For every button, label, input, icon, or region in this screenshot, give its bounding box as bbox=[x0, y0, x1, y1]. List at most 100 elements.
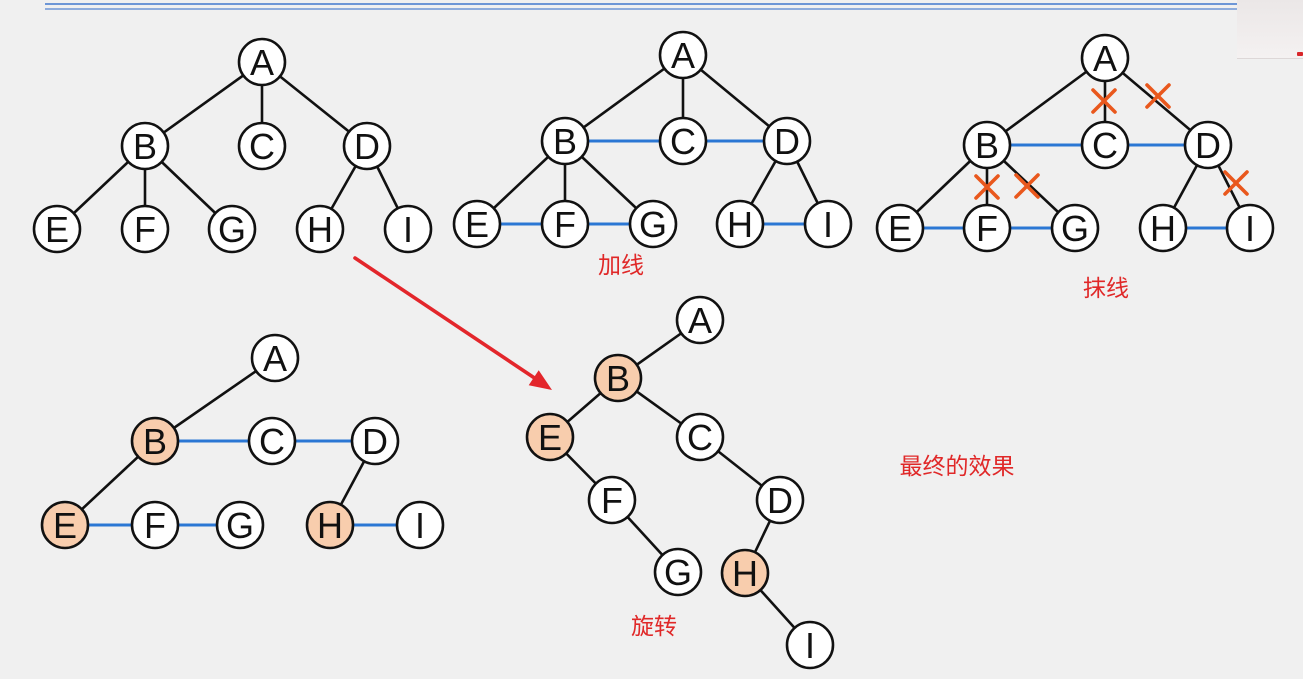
highlighted-tree-node: H bbox=[720, 548, 770, 598]
node-circle bbox=[715, 199, 765, 249]
tree-node: A bbox=[1080, 33, 1130, 83]
node-label: C bbox=[670, 121, 696, 162]
node-label: C bbox=[1092, 125, 1118, 166]
caption-erase-lines: 抹线 bbox=[1083, 276, 1129, 302]
node-circle bbox=[1080, 33, 1130, 83]
tree-erase-lines: A B C D E F G H I bbox=[875, 33, 1275, 253]
node-circle bbox=[247, 416, 297, 466]
cut-mark bbox=[1091, 88, 1117, 114]
node-label: G bbox=[664, 552, 692, 593]
highlighted-tree-node: H bbox=[305, 500, 355, 550]
node-circle bbox=[342, 121, 392, 171]
tree-node: G bbox=[628, 199, 678, 249]
node-circle bbox=[1225, 203, 1275, 253]
tree-node: F bbox=[587, 475, 637, 525]
node-label: D bbox=[1195, 125, 1221, 166]
node-circle bbox=[755, 475, 805, 525]
node-label: B bbox=[553, 121, 577, 162]
node-label: A bbox=[688, 300, 712, 341]
cut-mark-stroke bbox=[974, 174, 1000, 200]
caption-final-result: 最终的效果 bbox=[900, 454, 1015, 480]
presenter-video-thumbnail bbox=[1237, 0, 1303, 59]
node-label: D bbox=[354, 126, 380, 167]
node-circle bbox=[237, 37, 287, 87]
tree-node: C bbox=[237, 121, 287, 171]
node-circle bbox=[653, 547, 703, 597]
tree-edge bbox=[154, 356, 276, 443]
node-circle bbox=[395, 500, 445, 550]
node-circle bbox=[628, 199, 678, 249]
node-label: H bbox=[1150, 208, 1176, 249]
node-circle bbox=[762, 116, 812, 166]
tree-node: I bbox=[395, 500, 445, 550]
node-label: D bbox=[362, 421, 388, 462]
thumbnail-red-mark bbox=[1297, 52, 1303, 56]
tree-node: F bbox=[120, 204, 170, 254]
cut-mark bbox=[974, 174, 1000, 200]
tree-node: G bbox=[1050, 203, 1100, 253]
node-label: G bbox=[639, 204, 667, 245]
tree-node: D bbox=[762, 116, 812, 166]
node-circle bbox=[120, 121, 170, 171]
node-label: A bbox=[250, 42, 274, 83]
tree-node: A bbox=[250, 333, 300, 383]
node-label: E bbox=[45, 209, 69, 250]
tree-node: C bbox=[1080, 120, 1130, 170]
node-circle bbox=[32, 204, 82, 254]
node-label: I bbox=[415, 505, 425, 546]
node-circle bbox=[383, 204, 433, 254]
cut-mark bbox=[1223, 170, 1249, 196]
node-circle bbox=[803, 199, 853, 249]
node-circle bbox=[120, 204, 170, 254]
node-label: B bbox=[975, 125, 999, 166]
node-circle bbox=[675, 412, 725, 462]
tree-edge bbox=[564, 53, 684, 143]
node-label: G bbox=[1061, 208, 1089, 249]
arrow-shaft bbox=[353, 256, 538, 381]
node-label: E bbox=[538, 417, 562, 458]
node-circle bbox=[525, 412, 575, 462]
node-circle bbox=[658, 116, 708, 166]
tree-node: D bbox=[350, 416, 400, 466]
node-label: F bbox=[134, 209, 156, 250]
tree-node: E bbox=[452, 199, 502, 249]
tree-node: A bbox=[675, 295, 725, 345]
node-label: F bbox=[144, 505, 166, 546]
tree-node: B bbox=[120, 121, 170, 171]
tree-edge bbox=[986, 56, 1106, 147]
node-label: A bbox=[671, 35, 695, 76]
node-circle bbox=[540, 199, 590, 249]
cut-mark-stroke bbox=[1145, 83, 1171, 109]
node-circle bbox=[215, 500, 265, 550]
highlighted-tree-node: B bbox=[593, 353, 643, 403]
caption-rotate: 旋转 bbox=[631, 614, 677, 640]
node-label: F bbox=[554, 204, 576, 245]
tree-node: I bbox=[1225, 203, 1275, 253]
node-label: B bbox=[143, 421, 167, 462]
highlighted-tree-node: B bbox=[130, 416, 180, 466]
node-label: I bbox=[805, 625, 815, 666]
tree-node: C bbox=[658, 116, 708, 166]
node-circle bbox=[130, 500, 180, 550]
transform-arrow bbox=[353, 256, 552, 390]
tree-node: I bbox=[803, 199, 853, 249]
tree-node: H bbox=[1138, 203, 1188, 253]
node-circle bbox=[350, 416, 400, 466]
node-label: F bbox=[976, 208, 998, 249]
tree-node: A bbox=[237, 37, 287, 87]
node-circle bbox=[40, 500, 90, 550]
node-label: D bbox=[767, 480, 793, 521]
node-circle bbox=[295, 204, 345, 254]
node-label: E bbox=[53, 505, 77, 546]
node-circle bbox=[1050, 203, 1100, 253]
tree-node: D bbox=[342, 121, 392, 171]
highlighted-tree-node: E bbox=[525, 412, 575, 462]
node-circle bbox=[540, 116, 590, 166]
node-circle bbox=[452, 199, 502, 249]
tree-node: C bbox=[675, 412, 725, 462]
tree-node: E bbox=[875, 203, 925, 253]
tree-node: C bbox=[247, 416, 297, 466]
